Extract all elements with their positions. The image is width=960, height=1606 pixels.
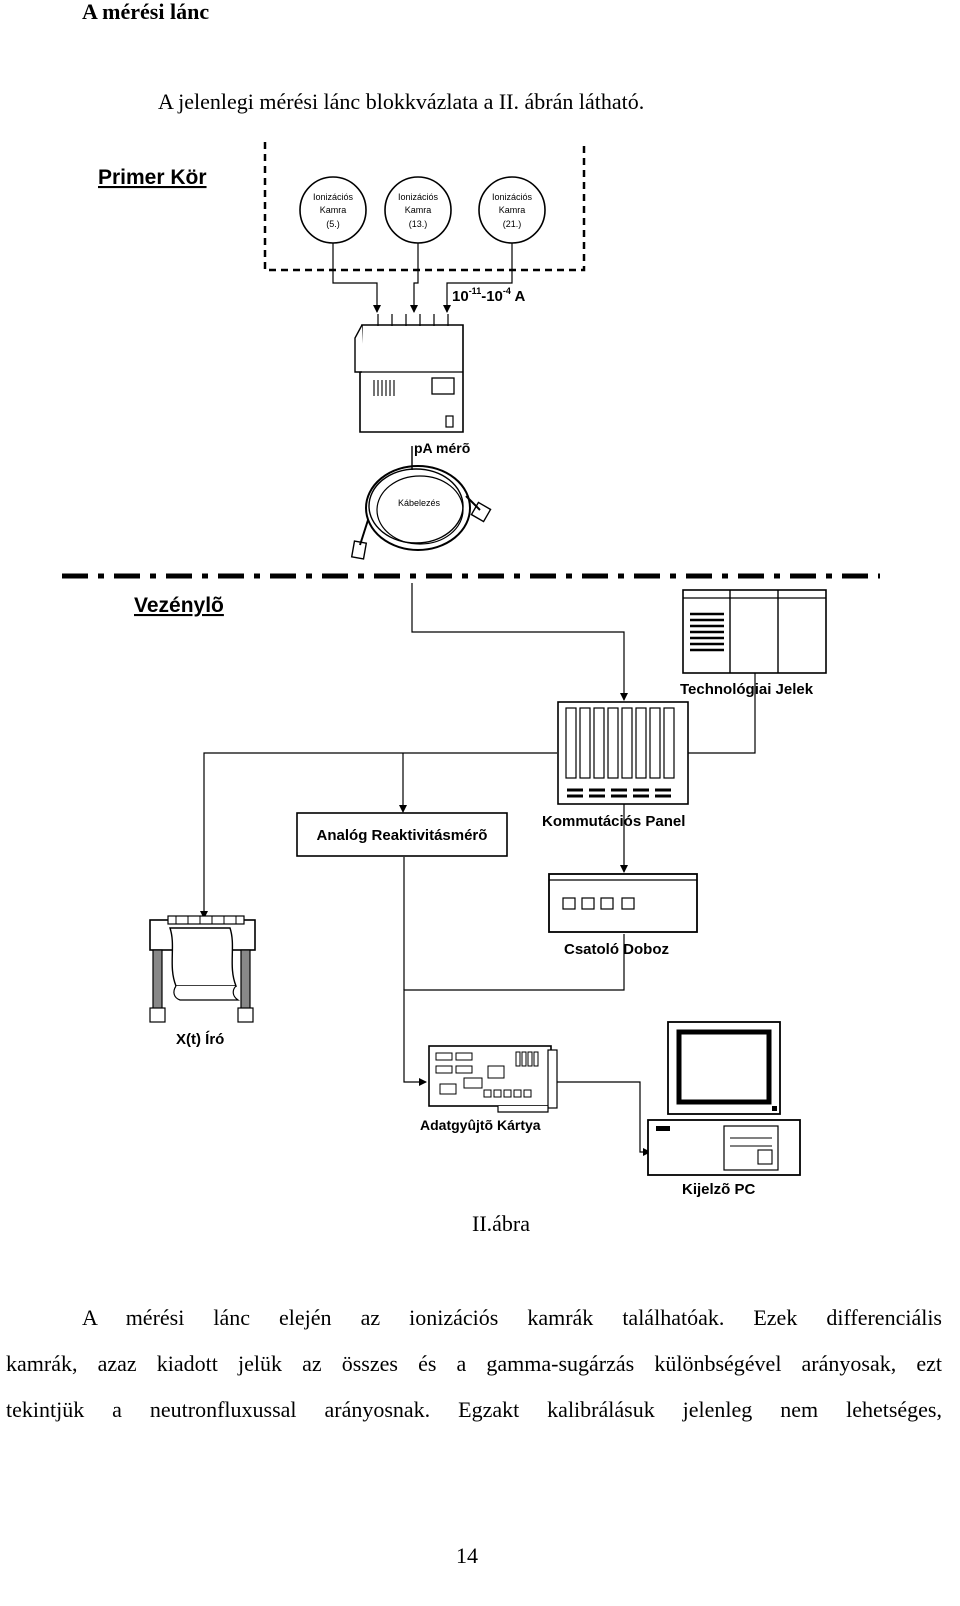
current-range-label: 10-11-10-4 A xyxy=(452,286,526,305)
display-pc-device xyxy=(647,1021,801,1176)
coupler-box-label: Csatoló Doboz xyxy=(564,941,669,958)
xt-recorder-device xyxy=(149,915,256,1023)
coupler-box-device xyxy=(548,873,698,933)
svg-text:(21.): (21.) xyxy=(503,219,522,229)
pa-meter-label: pA mérõ xyxy=(414,440,470,456)
control-room-label: Vezénylõ xyxy=(134,594,224,617)
page-number: 14 xyxy=(456,1543,478,1568)
svg-text:(5.): (5.) xyxy=(326,219,340,229)
chamber-signal-lines xyxy=(332,243,513,313)
analog-reactivity-meter-box xyxy=(296,812,508,857)
section-heading: A mérési lánc xyxy=(82,0,210,24)
analog-reactivity-meter-label: Analóg Reaktivitásmérõ xyxy=(317,827,488,844)
svg-text:(13.): (13.) xyxy=(409,219,428,229)
connection-lines xyxy=(200,583,756,1156)
svg-text:Kamra: Kamra xyxy=(405,205,432,215)
svg-text:Kamra: Kamra xyxy=(320,205,347,215)
switching-panel-device xyxy=(557,701,689,805)
figure-caption: II.ábra xyxy=(472,1211,531,1236)
pa-meter-device xyxy=(354,314,464,433)
switching-panel-label: Kommutációs Panel xyxy=(542,813,685,830)
cabling-label: Kábelezés xyxy=(398,498,441,508)
ionization-chamber-21: Ionizációs Kamra (21.) xyxy=(478,176,546,244)
display-pc-label: Kijelzõ PC xyxy=(682,1181,756,1198)
technological-signals-label: Technológiai Jelek xyxy=(680,681,814,698)
ionization-chamber-13: Ionizációs Kamra (13.) xyxy=(384,176,452,244)
ionization-chamber-5: Ionizációs Kamra (5.) xyxy=(299,176,367,244)
daq-card-device xyxy=(428,1045,558,1113)
cable-coil-icon xyxy=(350,446,492,560)
primer-boundary xyxy=(263,142,586,272)
svg-text:Kamra: Kamra xyxy=(499,205,526,215)
technological-signals-device xyxy=(682,589,827,674)
intro-sentence: A jelenlegi mérési lánc blokkvázlata a I… xyxy=(158,89,645,114)
svg-text:Ionizációs: Ionizációs xyxy=(492,192,533,202)
svg-text:Ionizációs: Ionizációs xyxy=(398,192,439,202)
primer-circuit-label: Primer Kör xyxy=(98,166,207,189)
paragraph-line-2: kamrák, azaz kiadott jelük az összes és … xyxy=(6,1351,942,1376)
paragraph-line-3: tekintjük a neutronfluxussal arányosnak.… xyxy=(6,1397,942,1422)
measurement-chain-diagram: Primer Kör Ionizációs Kamra (5.) Ionizác… xyxy=(62,142,880,1198)
paragraph-line-1: A mérési lánc elején az ionizációs kamrá… xyxy=(82,1305,942,1330)
daq-card-label: Adatgyûjtõ Kártya xyxy=(420,1117,541,1133)
svg-text:Ionizációs: Ionizációs xyxy=(313,192,354,202)
xt-recorder-label: X(t) Író xyxy=(176,1031,224,1048)
